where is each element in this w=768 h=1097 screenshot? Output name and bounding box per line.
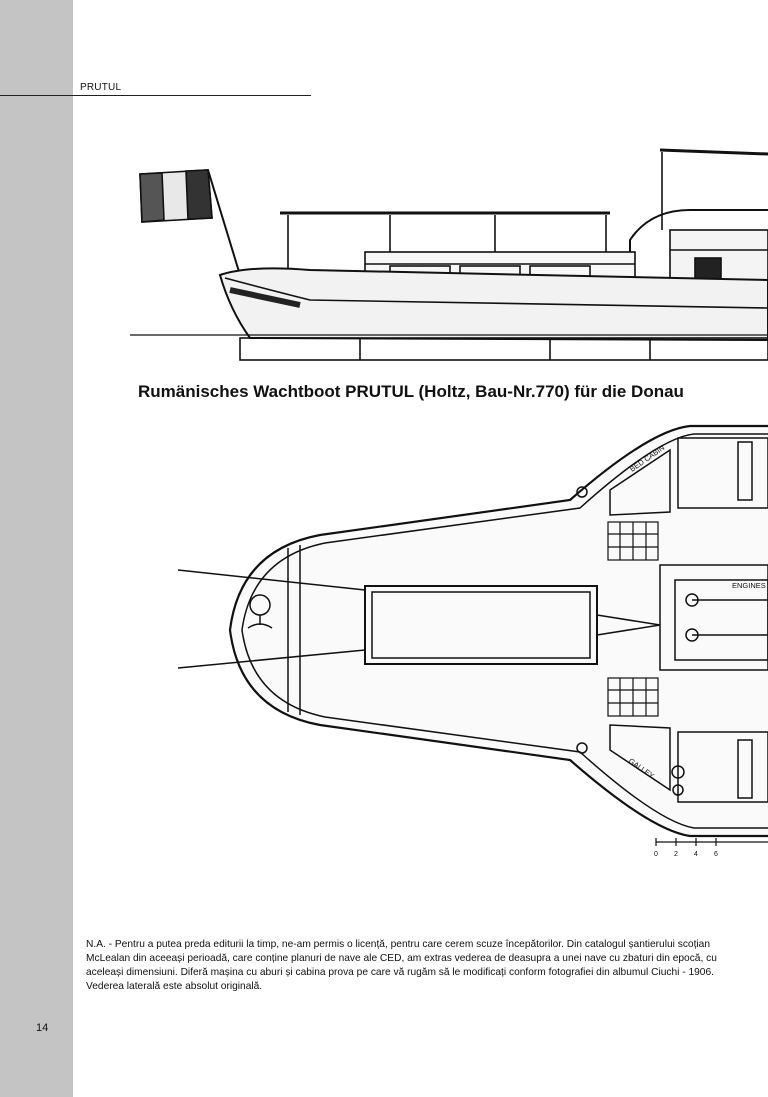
- scale-tick-4: 4: [694, 851, 698, 858]
- side-view-drawing: [130, 148, 768, 361]
- top-view-drawing: BED CABIN GALLEY ENGINES: [177, 424, 768, 838]
- page-margin-strip: [0, 0, 73, 1097]
- figure-caption: Rumänisches Wachtboot PRUTUL (Holtz, Bau…: [138, 382, 684, 401]
- scale-tick-6: 6: [714, 851, 718, 858]
- scale-bar: 0 2 4 6: [654, 838, 768, 858]
- scale-tick-2: 2: [674, 851, 678, 858]
- section-title: PRUTUL: [80, 82, 122, 93]
- author-note: N.A. - Pentru a putea preda editurii la …: [86, 939, 717, 992]
- header-rule: [0, 95, 311, 96]
- scale-tick-0: 0: [654, 851, 658, 858]
- page-number: 14: [36, 1022, 49, 1034]
- engines-label: ENGINES: [732, 581, 766, 590]
